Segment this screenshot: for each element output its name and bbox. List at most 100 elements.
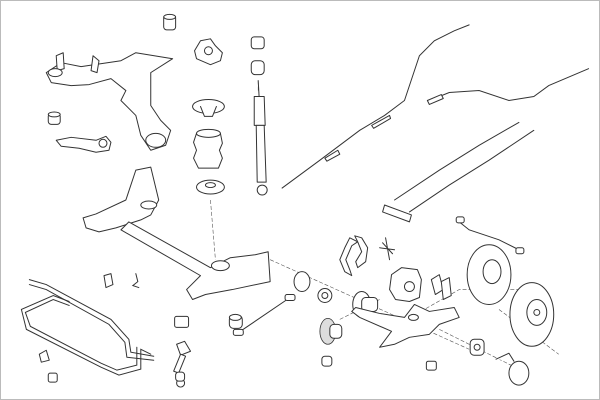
part-outline: [458, 221, 520, 251]
brake-caliper[interactable]: [389, 267, 422, 302]
bracket-clip[interactable]: [131, 273, 140, 289]
part-outline: [193, 132, 223, 169]
part-outline: [131, 273, 140, 289]
part-outline: [45, 52, 174, 151]
part-outline: [145, 132, 167, 148]
dust-shield[interactable]: [293, 271, 311, 293]
part-outline: [408, 129, 535, 213]
part-outline: [394, 121, 520, 201]
part-outline: [210, 260, 230, 272]
part-outline: [281, 24, 470, 189]
part-outline: [256, 184, 268, 196]
part-outline: [175, 371, 186, 382]
part-outline: [120, 221, 271, 300]
engine-mount[interactable]: [194, 38, 223, 66]
part-outline: [47, 372, 58, 383]
part-outline: [98, 138, 108, 148]
part-outline: [371, 114, 392, 129]
part-outline: [339, 237, 359, 277]
part-outline: [140, 200, 158, 210]
part-outline: [28, 284, 155, 361]
bushing[interactable]: [47, 111, 61, 125]
rubber-mount[interactable]: [174, 315, 190, 328]
bushing[interactable]: [321, 355, 333, 367]
part-outline: [203, 46, 213, 56]
part-outline: [232, 328, 244, 336]
handbrake-cable[interactable]: [281, 24, 470, 189]
rear-subframe[interactable]: [45, 52, 174, 151]
part-outline: [255, 124, 267, 183]
part-outline: [455, 216, 465, 224]
bushing[interactable]: [163, 13, 177, 31]
rear-axle-beam[interactable]: [82, 166, 271, 300]
part-outline: [533, 308, 541, 316]
brake-shoes[interactable]: [339, 235, 369, 277]
part-outline: [38, 349, 50, 363]
brake-disc[interactable]: [509, 282, 555, 347]
part-outline: [253, 96, 266, 126]
part-outline: [440, 277, 452, 300]
parking-brake-cables[interactable]: [382, 121, 535, 223]
bushing[interactable]: [469, 338, 485, 356]
part-outline: [47, 111, 61, 118]
spring-clip[interactable]: [379, 237, 396, 261]
shock-absorber[interactable]: [253, 80, 268, 196]
part-outline: [250, 60, 265, 76]
part-outline: [55, 52, 65, 72]
part-outline: [508, 360, 530, 386]
part-outline: [204, 182, 216, 189]
stabilizer-bar[interactable]: [28, 279, 155, 361]
abs-sensor[interactable]: [232, 294, 296, 336]
clip[interactable]: [103, 273, 114, 289]
stabilizer-bar[interactable]: [20, 294, 152, 376]
bracket-arm[interactable]: [55, 135, 112, 153]
bushing[interactable]: [425, 360, 437, 371]
part-outline: [428, 68, 590, 102]
part-outline: [173, 353, 187, 374]
part-outline: [90, 55, 100, 74]
seal-ring[interactable]: [317, 288, 333, 303]
abs-sensor-cable[interactable]: [455, 216, 525, 255]
part-outline: [321, 292, 329, 300]
brake-pads[interactable]: [430, 274, 452, 300]
part-outline: [379, 237, 396, 261]
part-outline: [210, 199, 216, 260]
stabilizer-link[interactable]: [173, 353, 187, 388]
part-outline: [293, 271, 311, 293]
stabilizer-bushing[interactable]: [38, 349, 50, 363]
lower-spring-seat[interactable]: [196, 179, 225, 195]
part-outline: [55, 135, 112, 153]
bushing[interactable]: [175, 371, 186, 382]
part-outline: [515, 247, 525, 255]
part-outline: [196, 128, 221, 138]
part-outline: [239, 297, 291, 332]
part-outline: [324, 149, 341, 162]
trailing-arm[interactable]: [351, 303, 460, 348]
part-outline: [351, 303, 460, 348]
drive-flange[interactable]: [495, 352, 530, 386]
part-outline: [257, 80, 260, 100]
part-outline: [495, 352, 515, 362]
part-outline: [425, 360, 437, 371]
spring-seat[interactable]: [192, 99, 225, 117]
bump-stop[interactable]: [193, 128, 223, 169]
part-outline: [382, 204, 412, 223]
strut-top-bushing[interactable]: [250, 36, 265, 76]
part-outline: [473, 343, 481, 351]
part-outline: [200, 105, 217, 117]
part-outline: [174, 315, 190, 328]
wheel-bearing[interactable]: [319, 318, 343, 345]
handbrake-cable[interactable]: [426, 68, 590, 105]
part-outline: [28, 279, 155, 357]
part-outline: [403, 281, 415, 293]
brake-disc[interactable]: [466, 244, 512, 305]
part-outline: [250, 36, 265, 50]
part-outline: [163, 13, 177, 20]
bracket-clip[interactable]: [176, 340, 192, 356]
stabilizer-bushing[interactable]: [47, 372, 58, 383]
part-outline: [176, 340, 192, 356]
wheel-hub[interactable]: [352, 291, 379, 318]
bushing[interactable]: [228, 313, 243, 329]
